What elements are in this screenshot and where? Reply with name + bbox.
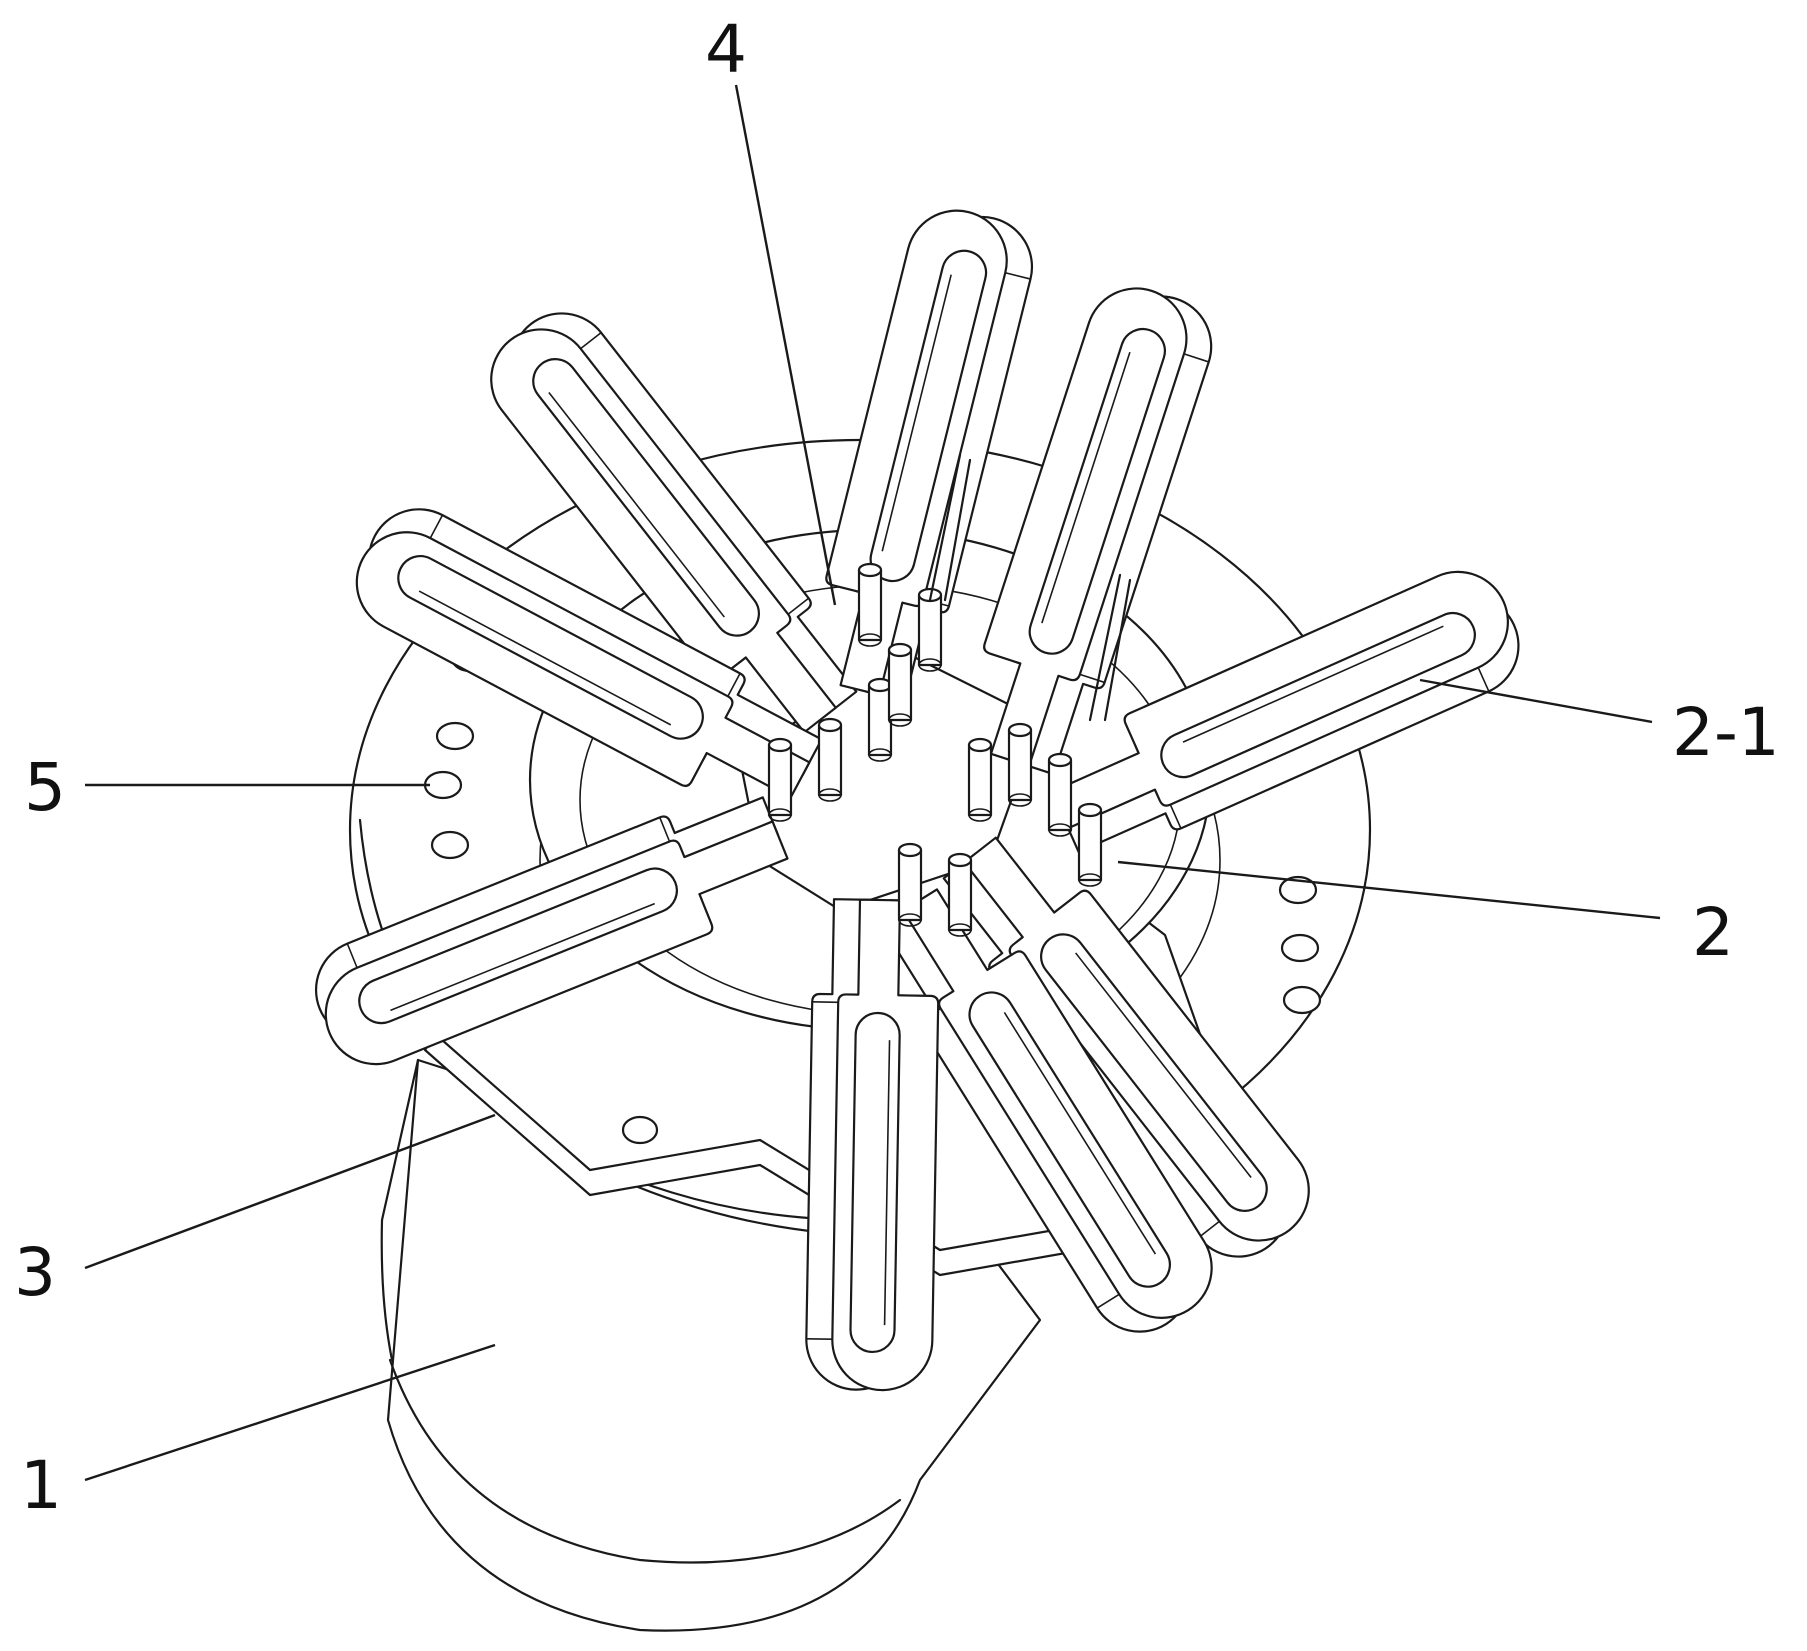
mounting-hole (423, 770, 463, 800)
leader-3 (84, 1113, 496, 1270)
leader-lines (84, 84, 1661, 1482)
label-3: 3 (14, 1234, 56, 1311)
label-2-1: 2-1 (1672, 694, 1780, 771)
label-2: 2 (1692, 894, 1734, 971)
base-cylinder (380, 1058, 1042, 1632)
callout-labels: 4 2-1 5 2 3 1 (14, 11, 1780, 1524)
label-1: 1 (20, 1447, 62, 1524)
leader-4 (734, 84, 837, 606)
label-4: 4 (705, 11, 747, 88)
label-5: 5 (24, 749, 66, 826)
leader-2-1 (1419, 678, 1653, 724)
pins (767, 453, 1132, 938)
leader-1 (84, 1343, 496, 1482)
leader-2 (1117, 860, 1661, 920)
